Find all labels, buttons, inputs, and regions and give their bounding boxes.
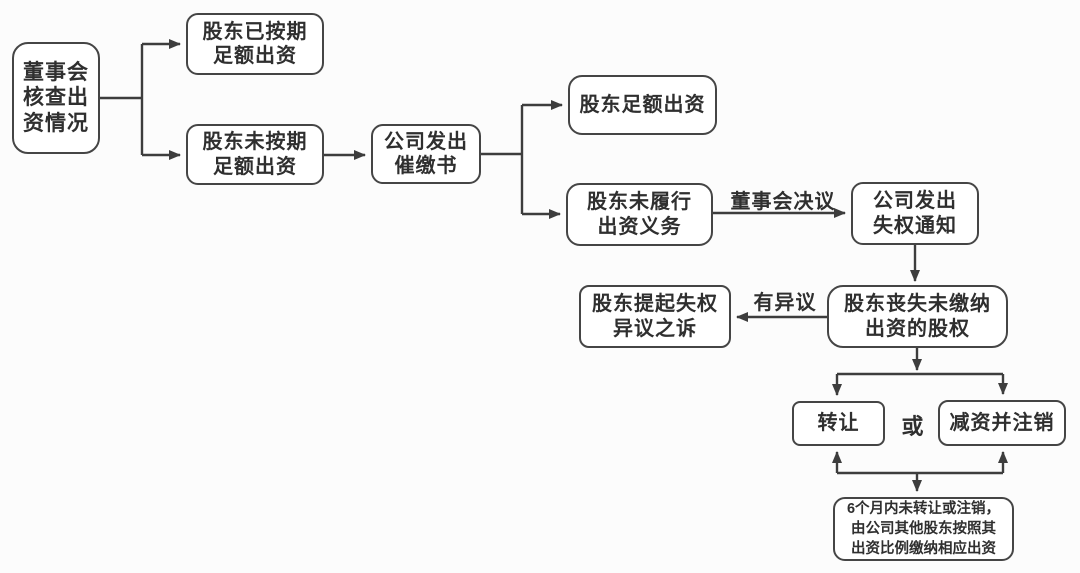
node-board-check: 董事会 核查出 资情况 (12, 42, 100, 154)
node-company-call-notice: 公司发出 催缴书 (371, 124, 481, 184)
edge-label-or: 或 (901, 414, 925, 439)
node-transfer: 转让 (792, 401, 885, 446)
node-paid-on-time-line: 股东已按期 (202, 20, 308, 43)
node-not-paid-on-time: 股东未按期 足额出资 (186, 124, 324, 185)
node-reduce-cancel-line: 减资并注销 (949, 411, 1055, 434)
node-loss-notice-line: 失权通知 (873, 214, 957, 237)
node-forfeiture-notice: 公司发出 失权通知 (851, 182, 979, 245)
node-reduce-and-cancel: 减资并注销 (938, 400, 1066, 446)
edge-label-objection: 有异议 (753, 292, 817, 314)
node-loses-equity-line: 股东丧失未缴纳 (844, 293, 991, 316)
node-transfer-line: 转让 (817, 412, 860, 435)
node-loses-equity-line: 出资的股权 (865, 317, 970, 340)
node-six-months-line: 由公司其他股东按照其 (851, 520, 996, 537)
edge-label-board-resolution: 董事会决议 (730, 191, 836, 213)
node-six-months-line: 6个月内未转让或注销， (846, 500, 1001, 517)
node-full-paid: 股东足额出资 (568, 75, 717, 135)
node-objection-suit-line: 股东提起失权 (592, 293, 718, 316)
node-loses-unpaid-equity: 股东丧失未缴纳 出资的股权 (827, 285, 1008, 348)
node-paid-on-time: 股东已按期 足额出资 (186, 13, 324, 75)
node-company-call-line: 催缴书 (394, 155, 458, 177)
node-full-paid-line: 股东足额出资 (579, 93, 706, 116)
node-board-check-line: 董事会 (23, 60, 89, 84)
node-six-month-rule: 6个月内未转让或注销， 由公司其他股东按照其 出资比例缴纳相应出资 (833, 497, 1014, 561)
node-board-check-line: 资情况 (23, 111, 89, 135)
node-company-call-line: 公司发出 (384, 130, 468, 153)
node-not-fulfilled-line: 股东未履行 (587, 191, 692, 214)
node-objection-suit-line: 异议之诉 (613, 317, 697, 340)
node-six-months-line: 出资比例缴纳相应出资 (851, 541, 996, 558)
node-objection-lawsuit: 股东提起失权 异议之诉 (579, 285, 731, 348)
node-board-check-line: 核查出 (23, 86, 89, 110)
node-not-paid-line: 足额出资 (213, 155, 297, 178)
node-paid-on-time-line: 足额出资 (213, 45, 297, 67)
node-not-fulfilled-line: 出资义务 (597, 215, 682, 238)
node-loss-notice-line: 公司发出 (873, 190, 957, 213)
node-not-fulfilled-obligation: 股东未履行 出资义务 (566, 183, 713, 246)
node-not-paid-line: 股东未按期 (202, 131, 308, 154)
